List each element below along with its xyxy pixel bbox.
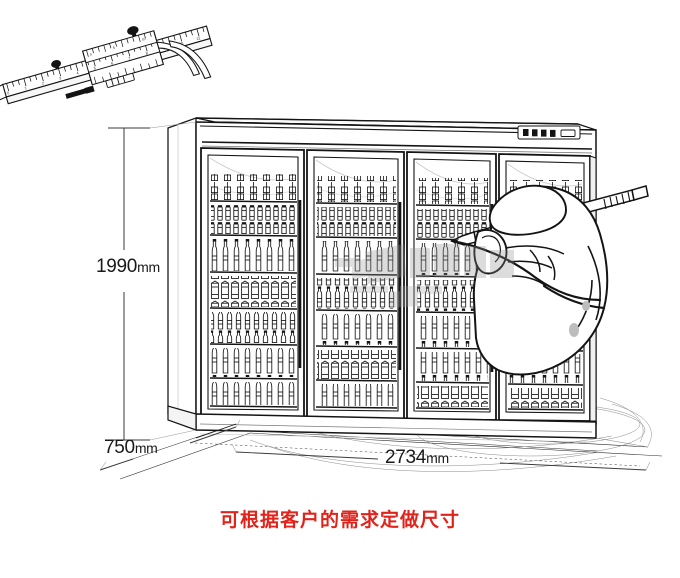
svg-text:0: 0 <box>89 52 92 56</box>
index-finger <box>488 184 567 236</box>
sketch-marks <box>450 239 606 310</box>
height-value: 1990 <box>96 256 138 277</box>
door-2-shelves <box>315 176 398 409</box>
control-panel[interactable] <box>517 125 581 140</box>
door-2[interactable] <box>306 149 405 420</box>
svg-text:5: 5 <box>93 66 96 70</box>
dimension-line-height <box>108 127 150 441</box>
control-panel-display <box>560 129 576 137</box>
dimension-line-width <box>235 451 647 471</box>
width-unit: mm <box>426 450 449 466</box>
door-1-shelves <box>209 174 298 408</box>
depth-value: 750 <box>104 437 135 458</box>
caliper-jaws <box>0 40 212 101</box>
caption-text: 可根据客户的需求定做尺寸 <box>219 509 460 531</box>
depth-unit: mm <box>134 440 158 456</box>
svg-text:7: 7 <box>128 56 131 60</box>
door-1[interactable] <box>200 147 305 419</box>
svg-text:8: 8 <box>145 51 148 55</box>
cabinet-base-kickplate <box>167 405 649 448</box>
extension-lines-depth <box>99 419 241 471</box>
dimension-line-depth <box>99 426 237 471</box>
svg-text:3: 3 <box>59 76 62 80</box>
svg-text:4: 4 <box>76 71 79 75</box>
hand-holding-pencil <box>450 184 649 376</box>
dimension-label-width: 2734mm <box>385 447 449 469</box>
vernier-caliper: 01 23 45 67 89 1011 <box>0 25 213 105</box>
extension-lines-width <box>231 443 651 471</box>
svg-text:1: 1 <box>24 86 27 90</box>
svg-text:6: 6 <box>111 61 114 65</box>
caliper-thumbscrews <box>51 26 139 70</box>
smudge-dots <box>569 301 590 337</box>
dimension-label-height: 1990mm <box>96 256 160 278</box>
extension-lines-height <box>149 121 197 441</box>
cabinet-left-side-panel <box>167 117 197 425</box>
svg-text:5: 5 <box>112 46 115 50</box>
height-unit: mm <box>137 259 160 275</box>
svg-text:11: 11 <box>196 36 201 41</box>
dimension-label-depth: 750mm <box>104 437 158 459</box>
svg-text:2: 2 <box>41 81 44 85</box>
svg-text:0: 0 <box>7 91 10 95</box>
width-value: 2734 <box>385 447 427 468</box>
watermark <box>335 244 514 308</box>
svg-text:10: 10 <box>141 37 146 42</box>
